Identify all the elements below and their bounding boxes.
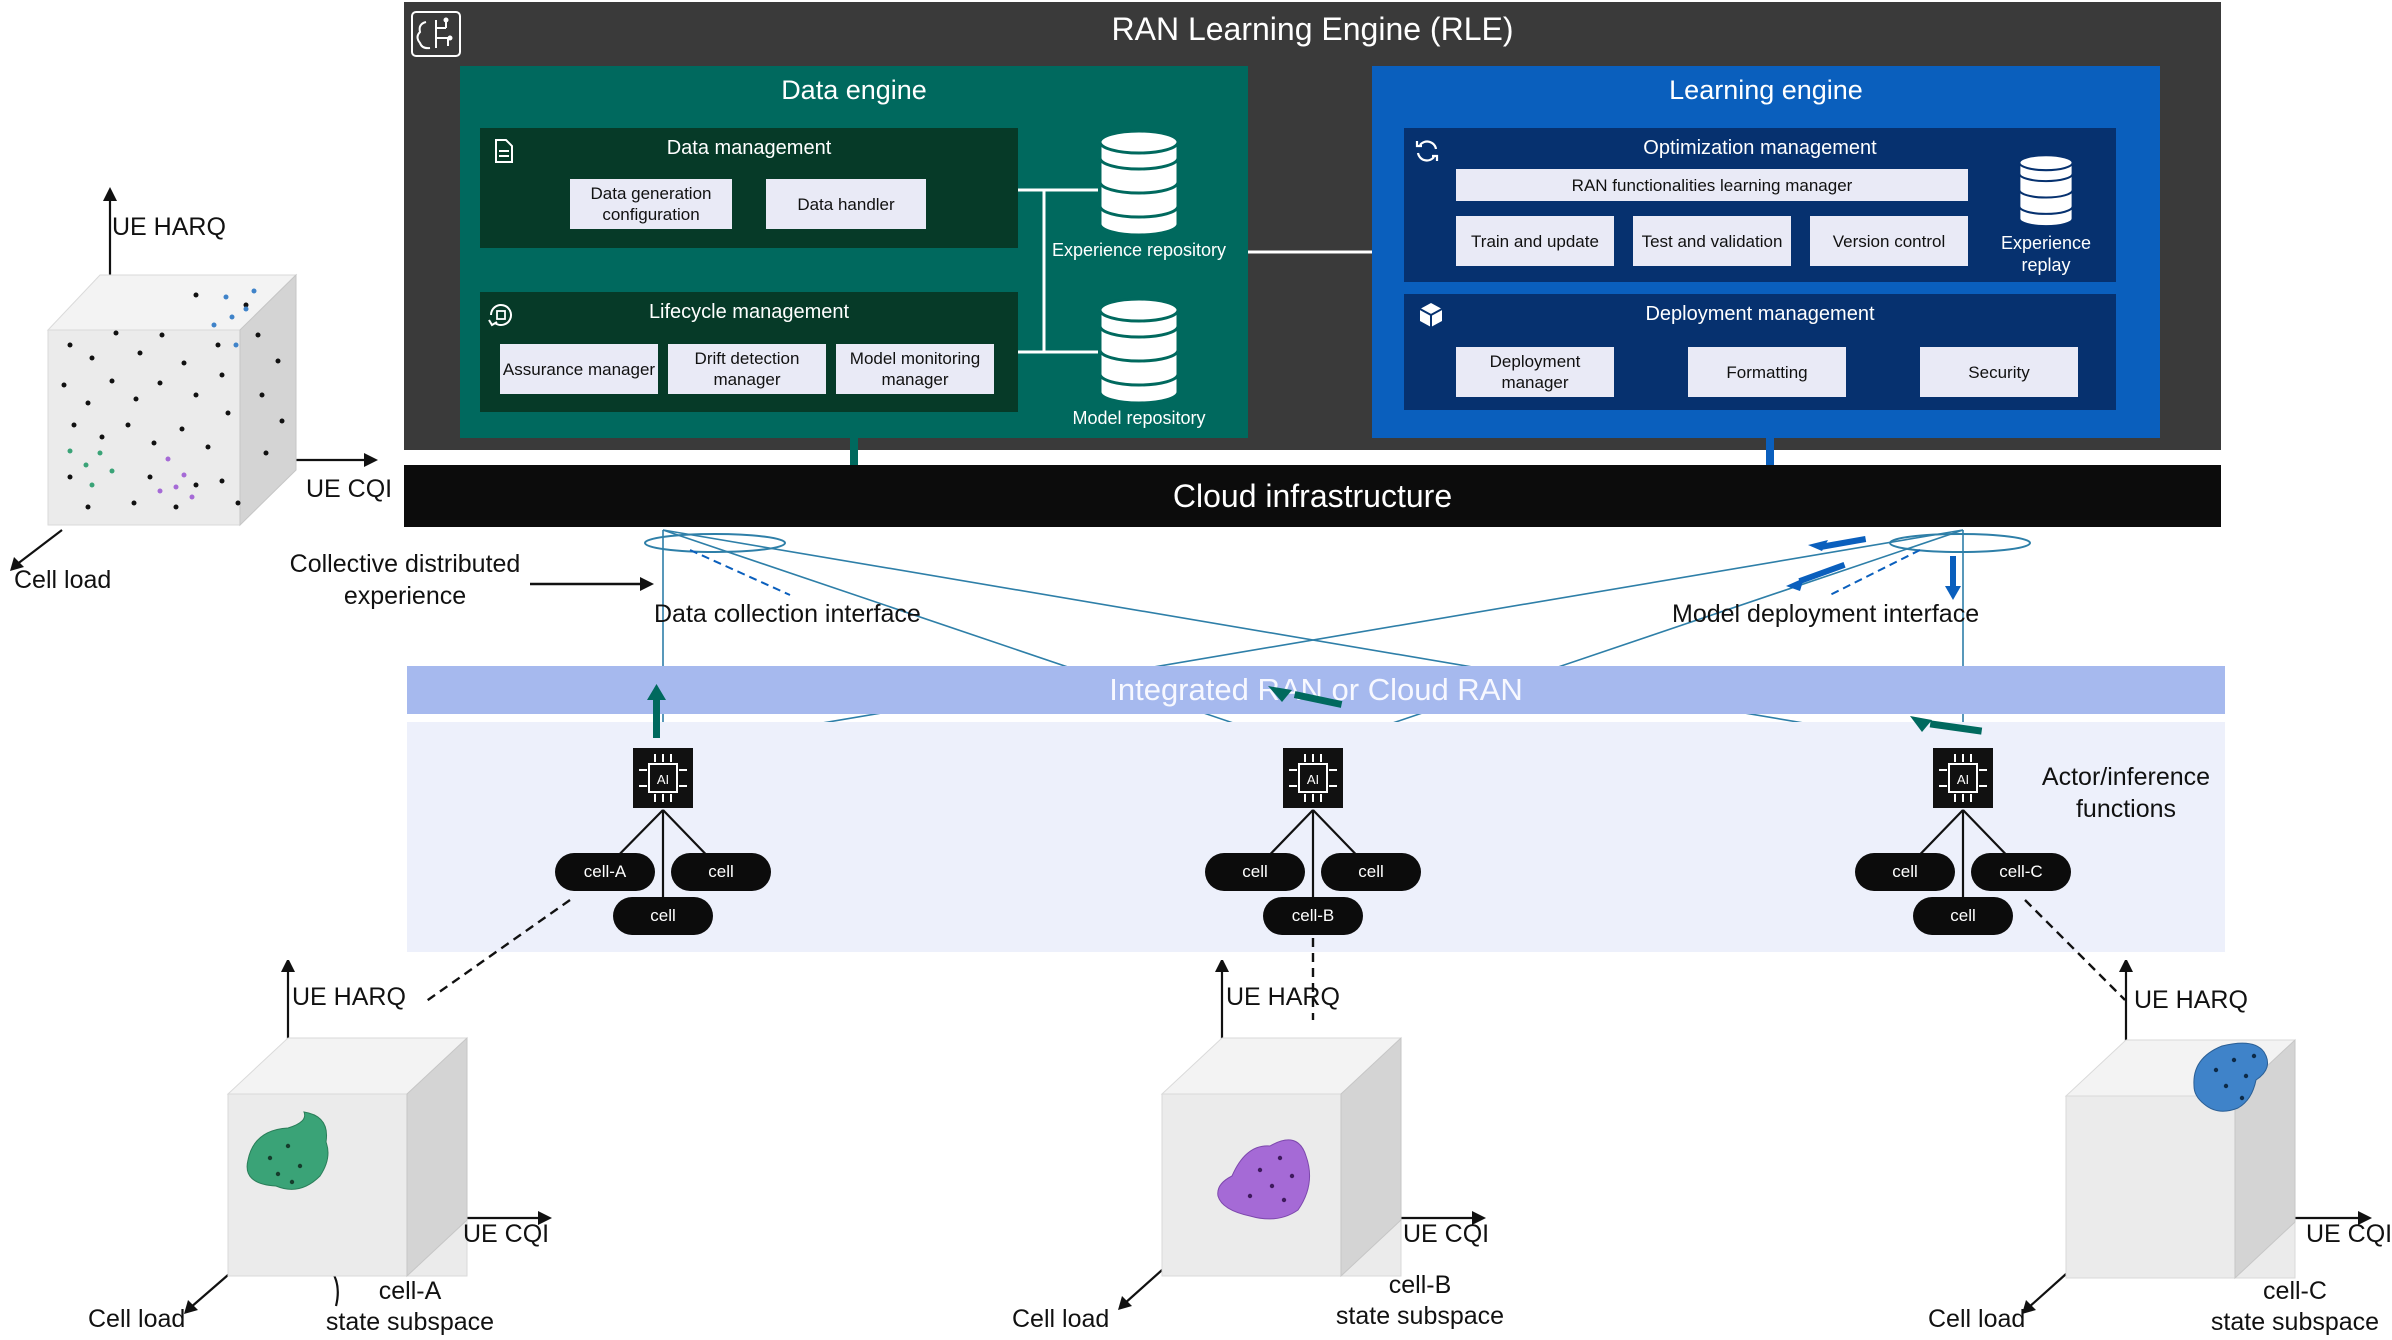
learning-engine-stub (1766, 438, 1774, 466)
lifecycle-icon (488, 304, 512, 327)
axis-label-harq-a: UE HARQ (292, 983, 406, 1011)
data-collection-interface-label: Data collection interface (654, 600, 921, 628)
collective-arrow (530, 577, 654, 591)
axis-label-load-c: Cell load (1928, 1305, 2026, 1333)
axis-label-load-a: Cell load (88, 1305, 186, 1333)
subspace-label-a: cell-A state subspace (310, 1276, 510, 1338)
axis-label-harq: UE HARQ (112, 213, 226, 241)
rle-title: RAN Learning Engine (RLE) (1111, 10, 1514, 47)
data-generation-configuration-box: Data generation configuration (570, 179, 732, 229)
cloud-infrastructure: Cloud infrastructure (404, 465, 2221, 527)
cell-subspace-links (424, 899, 2126, 1020)
cell-pill: cell (613, 897, 713, 935)
version-control-box: Version control (1810, 216, 1968, 266)
axis-label-cqi-a: UE CQI (463, 1220, 550, 1248)
data-handler-box: Data handler (766, 179, 926, 229)
chip-label-b: AI (1307, 772, 1319, 787)
deployment-arrows (1786, 536, 1961, 600)
repository-connectors (1018, 188, 1372, 354)
chip-label-c: AI (1957, 772, 1969, 787)
subspace-cell-a: cell-A (378, 1277, 442, 1305)
cell-c-cube (2022, 960, 2372, 1314)
subspace-label-c: cell-C state subspace (2200, 1276, 2390, 1338)
model-monitoring-manager-box: Model monitoring manager (836, 344, 994, 394)
experience-replay-label: Experience replay (2000, 233, 2092, 275)
axis-label-load-b: Cell load (1012, 1305, 1110, 1333)
formatting-box: Formatting (1688, 347, 1846, 397)
chip-label-a: AI (657, 772, 669, 787)
data-engine-title: Data engine (781, 74, 927, 105)
axis-label-cqi-b: UE CQI (1403, 1220, 1490, 1248)
assurance-manager-box: Assurance manager (500, 344, 658, 394)
subspace-text-b: state subspace (1335, 1302, 1505, 1330)
cell-pill-a: cell-A (555, 853, 655, 891)
cell-pill-c: cell-C (1971, 853, 2071, 891)
experience-repository-icon (1098, 129, 1180, 236)
upload-arrows (647, 684, 1983, 738)
cell-pill: cell (1913, 897, 2013, 935)
lifecycle-management-title: Lifecycle management (648, 300, 850, 323)
cell-pill: cell (1855, 853, 1955, 891)
document-icon (495, 139, 513, 163)
model-repository-label: Model repository (1072, 407, 1206, 428)
learning-engine-title: Learning engine (1669, 74, 1863, 105)
deployment-management-title: Deployment management (1645, 302, 1875, 325)
axis-label-harq-c: UE HARQ (2134, 986, 2248, 1014)
actor-inference-label: Actor/inference functions (2041, 763, 2211, 823)
subspace-text-a: state subspace (325, 1308, 495, 1336)
data-engine-stub (850, 438, 858, 466)
deployment-manager-box: Deployment manager (1456, 347, 1614, 397)
model-repository-icon (1098, 297, 1180, 404)
cell-pill: cell (1205, 853, 1305, 891)
brain-icon (411, 11, 461, 57)
ai-chip-trees: AI AI AI (603, 748, 2022, 900)
axis-label-cqi-c: UE CQI (2306, 1220, 2392, 1248)
data-management-panel (480, 128, 1018, 248)
model-deployment-interface-label: Model deployment interface (1672, 600, 1980, 628)
drift-detection-manager-box: Drift detection manager (668, 344, 826, 394)
axis-label-harq-b: UE HARQ (1226, 983, 1340, 1011)
data-management-title: Data management (666, 136, 832, 159)
axis-label-load: Cell load (14, 566, 112, 594)
package-icon (1419, 303, 1443, 327)
subspace-cell-b: cell-B (1388, 1271, 1452, 1299)
subspace-cell-c: cell-C (2263, 1277, 2327, 1305)
ai-chips: AI AI AI (633, 748, 1993, 808)
security-box: Security (1920, 347, 2078, 397)
axis-label-cqi: UE CQI (306, 475, 393, 503)
cell-pill: cell (1321, 853, 1421, 891)
optimization-management-title: Optimization management (1643, 136, 1877, 159)
cell-pill: cell (671, 853, 771, 891)
subspace-text-c: state subspace (2210, 1308, 2380, 1336)
subspace-label-b: cell-B state subspace (1320, 1270, 1520, 1332)
train-and-update-box: Train and update (1456, 216, 1614, 266)
experience-replay-icon (2018, 154, 2074, 228)
ran-functionalities-learning-manager-box: RAN functionalities learning manager (1456, 169, 1968, 201)
refresh-icon (1415, 140, 1439, 162)
global-state-cube (10, 187, 378, 571)
cell-b-cube (1118, 960, 1486, 1310)
experience-repository-label: Experience repository (1051, 239, 1227, 260)
cell-pill-b: cell-B (1263, 897, 1363, 935)
collective-experience-label: Collective distributed experience (289, 550, 521, 610)
cell-a-cube (184, 960, 552, 1314)
integrated-ran-band: Integrated RAN or Cloud RAN (407, 666, 2225, 714)
test-and-validation-box: Test and validation (1633, 216, 1791, 266)
